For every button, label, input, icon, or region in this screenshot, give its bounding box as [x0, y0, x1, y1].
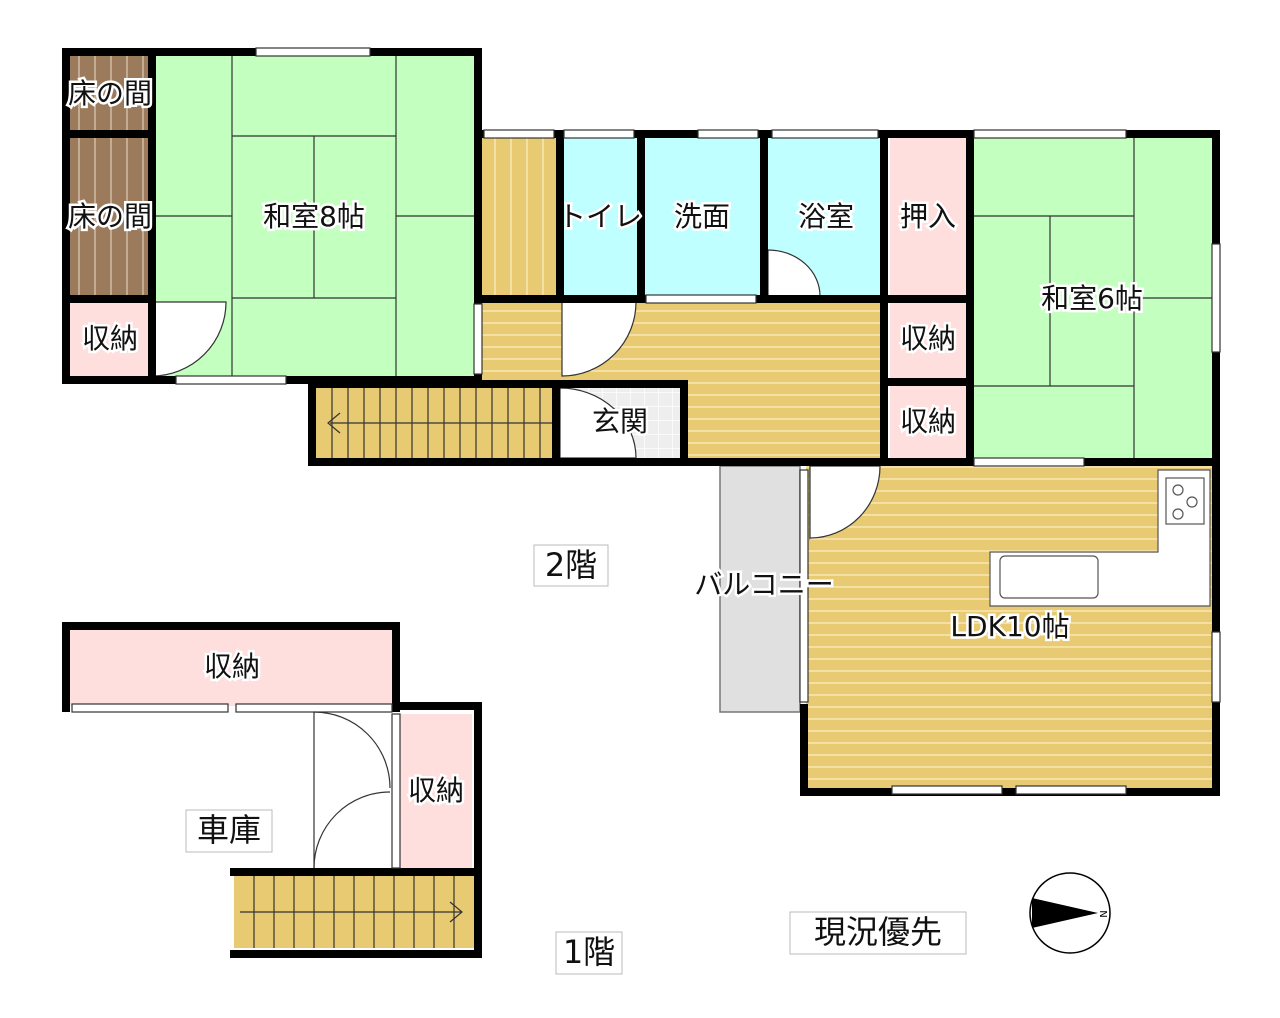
label-storage-long: 収納 — [204, 650, 260, 683]
storage-west — [70, 302, 150, 376]
label-tokonoma-1: 床の間 — [68, 77, 152, 110]
label-washitsu-8: 和室8帖 — [263, 200, 365, 233]
floor-label-1f: 1階 — [555, 931, 623, 975]
label-entrance: 玄関 — [592, 405, 648, 438]
label-oshiire: 押入 — [900, 200, 956, 233]
label-washitsu-6: 和室6帖 — [1041, 282, 1143, 315]
washitsu-8 — [151, 55, 474, 377]
label-toilet: トイレ — [558, 200, 642, 233]
label-ldk: LDK10帖 — [950, 610, 1069, 643]
label-balcony: バルコニー — [694, 568, 833, 601]
door-swing — [561, 301, 637, 377]
tokonoma-2 — [70, 138, 150, 296]
label-tokonoma-2: 床の間 — [68, 200, 152, 233]
storage-long — [70, 630, 392, 706]
label-storage-side: 収納 — [408, 774, 464, 807]
tokonoma-1 — [70, 55, 150, 131]
floor-label-2f: 2階 — [533, 544, 609, 587]
north-arrow-icon: N — [1029, 872, 1111, 954]
label-storage-east-2: 収納 — [900, 405, 956, 438]
label-garage: 車庫 — [185, 809, 273, 853]
second-floor — [62, 47, 1221, 796]
sink-icon — [999, 555, 1099, 599]
toilet — [562, 138, 638, 296]
washitsu-6 — [972, 138, 1212, 458]
svg-text:2階: 2階 — [545, 546, 597, 584]
door-swing — [151, 301, 227, 377]
label-bathroom: 浴室 — [798, 200, 854, 233]
staircase-1f — [234, 876, 474, 948]
label-storage-west: 収納 — [82, 322, 138, 355]
note-current-condition: 現況優先 — [789, 911, 967, 955]
washroom — [645, 138, 761, 296]
svg-text:N: N — [1097, 910, 1108, 917]
staircase-2f — [316, 388, 556, 458]
balcony — [719, 465, 801, 713]
svg-text:1階: 1階 — [563, 933, 615, 971]
garage-doors — [313, 711, 391, 869]
oshiire — [890, 138, 966, 296]
svg-text:車庫: 車庫 — [197, 811, 261, 849]
storage-east-2 — [890, 386, 966, 458]
door-swing — [559, 387, 637, 459]
storage-side — [400, 714, 472, 868]
closet-wood — [482, 138, 557, 296]
windows — [175, 47, 1221, 795]
ldk — [806, 463, 1212, 788]
first-floor — [62, 622, 482, 958]
svg-text:現況優先: 現況優先 — [814, 913, 942, 951]
storage-east-1 — [890, 302, 966, 378]
stove-icon — [1165, 477, 1205, 525]
label-storage-east-1: 収納 — [900, 322, 956, 355]
label-washroom: 洗面 — [674, 200, 730, 233]
